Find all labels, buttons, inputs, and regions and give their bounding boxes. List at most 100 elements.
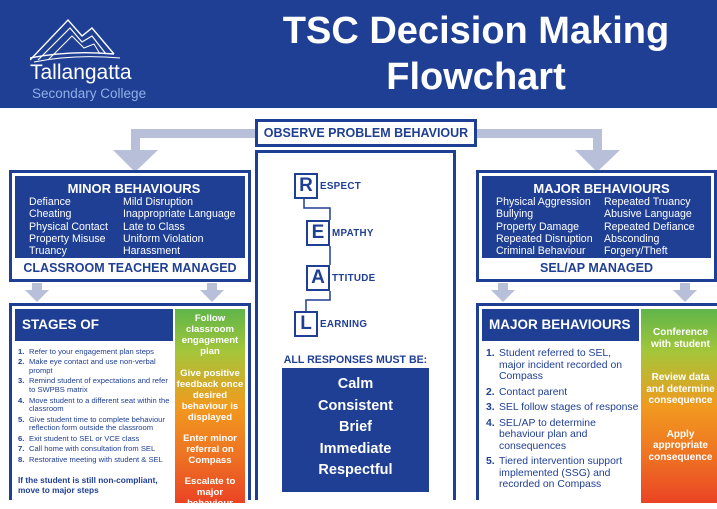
minor-action: Enter minor referral on Compass [183, 433, 237, 466]
title-line-2: Flowchart [386, 56, 566, 98]
list-item: Property Damage [496, 220, 580, 233]
school-subtitle: Secondary College [32, 86, 147, 101]
list-item: Bullying [496, 208, 534, 221]
step-text: Give student time to complete behaviour … [29, 414, 165, 433]
list-item: Repeated Defiance [604, 220, 695, 233]
page-title: TSC Decision Making Flowchart [235, 8, 717, 100]
step-text: Contact parent [499, 386, 568, 398]
list-item: 2.Contact parent [486, 387, 639, 399]
list-item: Property Misuse [29, 232, 106, 245]
arrow-minor-1 [25, 283, 49, 302]
list-item: Late to Class [123, 220, 185, 233]
real-letter-r: R [294, 173, 318, 199]
step-number: 2. [18, 357, 25, 367]
step-text: Move student to a different seat within … [29, 395, 170, 414]
response-item: Respectful [318, 462, 393, 478]
minor-action: Escalate to major behaviour [184, 476, 236, 509]
list-item: 8.Restorative meeting with student & SEL [18, 454, 176, 465]
minor-actions-gradient: Follow classroom engagement plan Give po… [175, 309, 245, 509]
step-number: 4. [486, 417, 495, 429]
major-behaviours-title: MAJOR BEHAVIOURS [533, 181, 670, 196]
major-action: Review data and determine consequence [646, 372, 715, 406]
list-item: Absconding [604, 232, 660, 245]
list-item: 1. Student referred to SEL, major inciden… [486, 348, 639, 383]
school-name: Tallangatta [30, 61, 132, 84]
major-action: Conference with student [651, 327, 710, 350]
arrow-major-2 [673, 283, 697, 302]
list-item: Truancy [29, 245, 67, 258]
step-number: 3. [18, 376, 25, 386]
observe-box: OBSERVE PROBLEM BEHAVIOUR [255, 119, 477, 147]
real-row-learning: L EARNING [294, 311, 367, 337]
step-text: Tiered intervention support implemented … [499, 456, 623, 490]
major-behaviours-header: MAJOR BEHAVIOURS Physical Aggression Bul… [482, 176, 711, 258]
list-item: Physical Aggression [496, 196, 591, 208]
list-item: 4.Move student to a different seat withi… [18, 395, 176, 414]
arrow-right-bar [476, 129, 598, 138]
mountain-logo-icon [30, 18, 121, 63]
real-connector-lines [303, 199, 331, 311]
step-text: Call home with consultation from SEL [29, 444, 156, 454]
list-item: 4.SEL/AP to determine behaviour plan and… [486, 418, 639, 453]
arrow-major-1 [491, 283, 515, 302]
step-text: Make eye contact and use non-verbal prom… [29, 357, 156, 376]
step-number: 1. [18, 347, 25, 356]
arrow-right-stem [593, 129, 602, 152]
header-banner: Tallangatta Secondary College TSC Decisi… [0, 0, 717, 108]
major-response-header: MAJOR BEHAVIOURS [482, 309, 639, 341]
major-action: Apply appropriate consequence [648, 428, 713, 463]
list-item: Forgery/Theft [604, 245, 668, 258]
arrow-left-bar [140, 129, 256, 138]
list-item: Harassment [123, 245, 181, 258]
real-word-empathy: MPATHY [332, 227, 374, 239]
real-letter-e: E [306, 220, 330, 246]
minor-behaviours-panel: MINOR BEHAVIOURS Defiance Cheating Physi… [9, 170, 251, 282]
real-row-respect: R ESPECT [294, 173, 361, 199]
list-item: 3. SEL follow stages of response [486, 402, 639, 414]
step-number: 6. [18, 433, 25, 443]
arrow-right-head [575, 150, 620, 172]
real-word-attitude: TTITUDE [332, 272, 376, 284]
stages-panel: STAGES OF RESPONSE 1. Refer to your engag… [9, 303, 251, 509]
list-item: Criminal Behaviour [496, 245, 586, 258]
step-number: 5. [18, 414, 25, 424]
list-item: Uniform Violation [123, 232, 204, 245]
school-logo: Tallangatta Secondary College [30, 14, 230, 108]
stages-title: STAGES OF RESPONSE [22, 317, 100, 364]
list-item: Mild Disruption [123, 196, 194, 208]
list-item: Abusive Language [604, 208, 692, 221]
response-item: Brief [338, 419, 373, 435]
list-item: 5. Give student time to complete behaviou… [18, 414, 176, 433]
step-text: Restorative meeting with student & SEL [29, 454, 163, 464]
minor-behaviours-list: Defiance Cheating Physical Contact Prope… [29, 196, 239, 257]
real-word-respect: ESPECT [320, 180, 361, 192]
list-item: Physical Contact [29, 220, 108, 233]
responses-title: ALL RESPONSES MUST BE: [283, 354, 428, 366]
step-text: Remind student of expectations and refer… [29, 376, 168, 395]
list-item: 3. Remind student of expectations and ref… [18, 377, 176, 394]
minor-col-2: Mild Disruption Inappropriate Language L… [123, 196, 236, 257]
real-letter-l: L [294, 311, 318, 337]
title-line-1: TSC Decision Making [282, 10, 670, 52]
list-item: 6.Exit student to SEL or VCE class [18, 433, 176, 444]
list-item: Defiance [29, 196, 71, 208]
minor-managed-label: CLASSROOM TEACHER MANAGED [23, 261, 237, 275]
step-text: Refer to your engagement plan steps [29, 347, 154, 356]
major-behaviours-panel: MAJOR BEHAVIOURS Physical Aggression Bul… [476, 170, 717, 282]
step-number: 3. [486, 402, 495, 413]
minor-behaviours-title: MINOR BEHAVIOURS [67, 181, 201, 196]
list-item: 5. Tiered intervention support implemente… [486, 456, 639, 491]
response-item: Immediate [319, 440, 392, 457]
list-item: 2. Make eye contact and use non-verbal pr… [18, 358, 176, 375]
real-letter-a: A [306, 265, 330, 291]
major-response-title: MAJOR BEHAVIOURS [489, 317, 631, 332]
minor-col-1: Defiance Cheating Physical Contact Prope… [29, 196, 123, 257]
major-actions-gradient: Conference with student Review data and … [641, 309, 717, 503]
step-number: 5. [486, 456, 495, 467]
step-number: 1. [486, 348, 495, 359]
arrow-left-stem [131, 129, 140, 152]
arrow-minor-2 [200, 283, 224, 302]
step-text: SEL follow stages of response [499, 402, 639, 413]
step-text: Student referred to SEL, major incident … [499, 348, 623, 382]
